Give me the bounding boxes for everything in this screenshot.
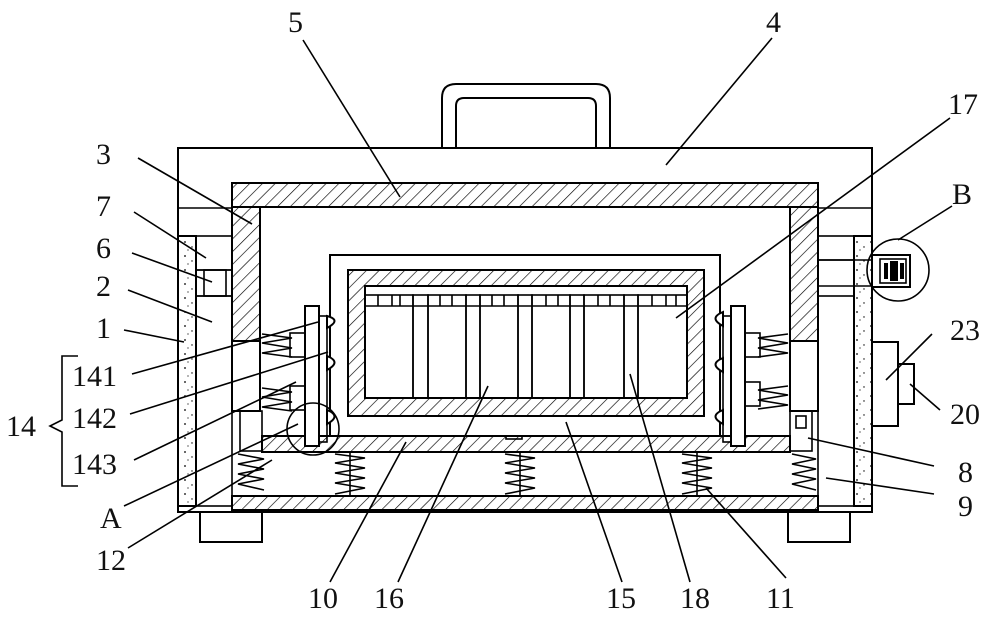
springs-11 [334, 452, 713, 496]
springs-9 [237, 453, 817, 491]
label-11: 11 [766, 582, 795, 615]
left-side-panel [177, 235, 197, 507]
label-15: 15 [606, 582, 636, 615]
label-3: 3 [96, 138, 111, 171]
label-18: 18 [680, 582, 710, 615]
component-20 [897, 363, 915, 405]
support-plate-10 [261, 435, 791, 453]
carry-handle [441, 83, 611, 148]
left-clamp-14 [261, 305, 336, 447]
label-2: 2 [96, 270, 111, 303]
label-4: 4 [766, 6, 781, 39]
label-b: B [952, 178, 972, 211]
right-clamp [714, 305, 789, 447]
bracket-14 [48, 355, 78, 487]
label-7: 7 [96, 190, 111, 223]
label-16: 16 [374, 582, 404, 615]
right-block-8b [795, 415, 807, 429]
battery-container-15 [329, 254, 721, 437]
battery-cells [364, 294, 688, 399]
label-8: 8 [958, 456, 973, 489]
label-5: 5 [288, 6, 303, 39]
left-block-8 [239, 410, 263, 452]
leader-lines [123, 37, 953, 583]
label-20: 20 [950, 398, 980, 431]
label-142: 142 [72, 402, 117, 435]
label-6: 6 [96, 232, 111, 265]
vent-assembly-b [871, 254, 911, 288]
label-14: 14 [6, 410, 36, 443]
label-17: 17 [948, 88, 978, 121]
right-side-panel [853, 235, 873, 507]
label-12: 12 [96, 544, 126, 577]
left-foot [199, 511, 263, 543]
right-foot [787, 511, 851, 543]
label-23: 23 [950, 314, 980, 347]
label-143: 143 [72, 448, 117, 481]
right-block-8 [789, 410, 813, 452]
label-141: 141 [72, 360, 117, 393]
label-9: 9 [958, 490, 973, 523]
label-a: A [100, 502, 122, 535]
component-23 [871, 341, 899, 427]
detail-circle-b [866, 238, 930, 302]
label-1: 1 [96, 312, 111, 345]
inner-box-5 [231, 182, 819, 511]
label-10: 10 [308, 582, 338, 615]
